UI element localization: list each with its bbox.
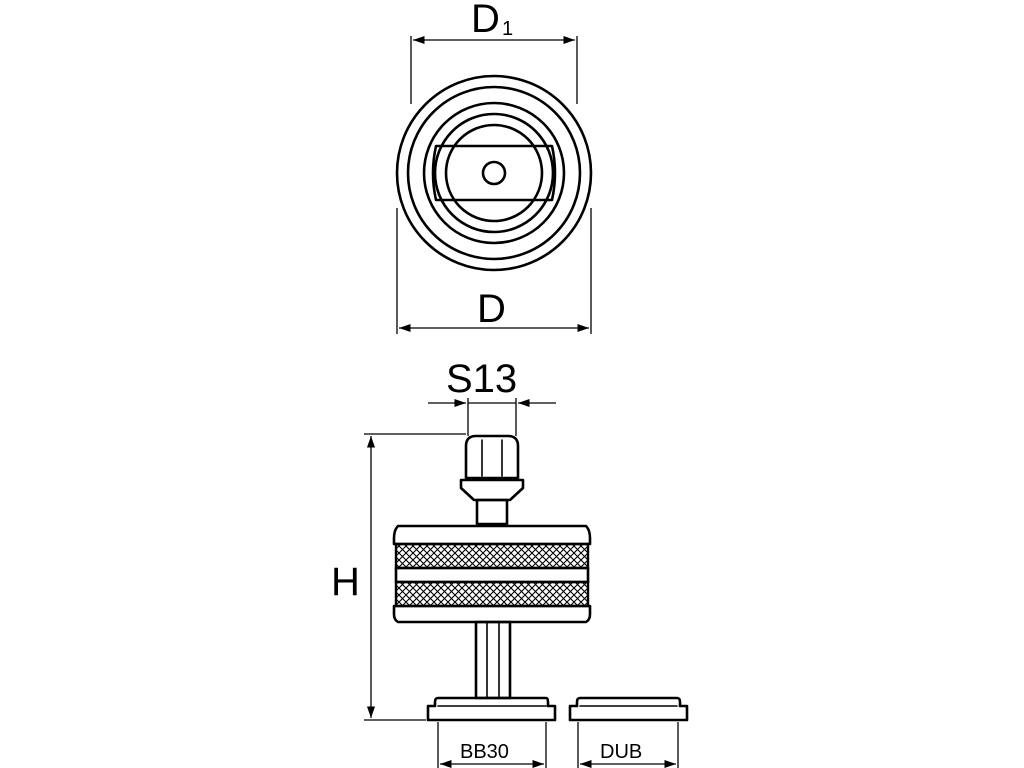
center-hole [481, 160, 507, 186]
knurl-band-1 [394, 542, 590, 570]
upper-shaft [475, 498, 509, 526]
s13-label: S13 [446, 357, 517, 401]
dimension-bb30: BB30 [437, 722, 547, 768]
d-label: D [477, 287, 506, 331]
body-bottom-cap [392, 604, 592, 624]
body-top-cap [392, 524, 592, 546]
dub-label: DUB [600, 741, 642, 763]
middle-ring [422, 101, 566, 245]
h-label: H [331, 560, 360, 604]
d1-label: D [471, 0, 500, 41]
hex-nut [464, 434, 520, 480]
dimension-h: H [331, 433, 466, 721]
bb30-base [426, 696, 557, 722]
dimension-s13: S13 [428, 357, 556, 436]
side-view [392, 434, 689, 722]
dimension-dub: DUB [577, 722, 679, 768]
flat-bar [431, 144, 557, 202]
dub-base [568, 696, 689, 722]
collar [459, 478, 525, 502]
lower-shaft [474, 620, 512, 700]
body-mid-band [394, 566, 590, 584]
d1-subscript: 1 [502, 18, 513, 40]
bb30-label: BB30 [460, 741, 509, 763]
top-view [395, 74, 593, 272]
dimension-d1: D 1 [410, 0, 578, 104]
knurl-band-2 [394, 580, 590, 608]
outer-ring-inner [406, 85, 582, 261]
bolt-head-ring [444, 123, 544, 223]
outer-ring [395, 74, 593, 272]
inner-ring [433, 112, 555, 234]
dimension-d: D [396, 208, 592, 334]
